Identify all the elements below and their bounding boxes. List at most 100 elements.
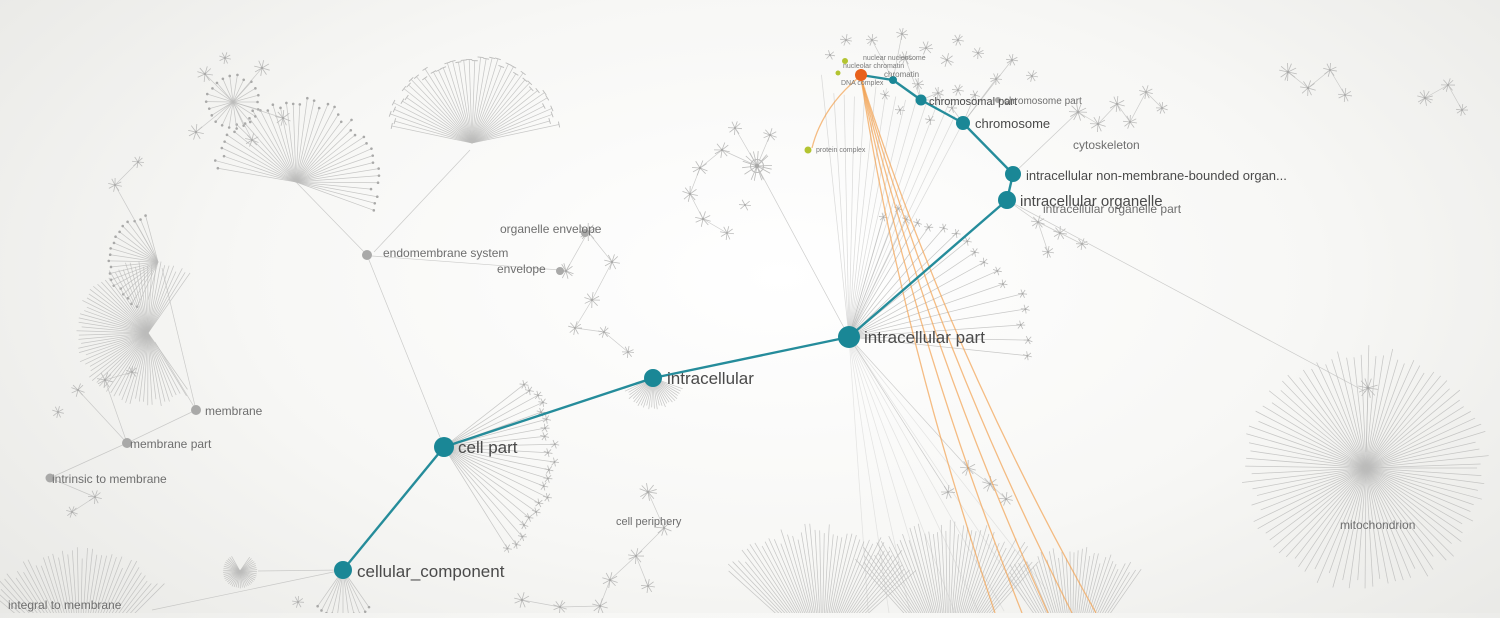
graph-label: membrane part bbox=[130, 437, 212, 451]
graph-label: organelle envelope bbox=[500, 222, 602, 236]
graph-edge bbox=[374, 150, 470, 252]
fan-cluster bbox=[1009, 547, 1141, 613]
graph-label: cytoskeleton bbox=[1073, 138, 1140, 152]
flower-node bbox=[188, 124, 204, 140]
fan-cluster bbox=[849, 337, 1046, 613]
flower-node bbox=[219, 52, 231, 64]
flower-node bbox=[896, 28, 908, 40]
graph-label: chromatin bbox=[884, 70, 919, 79]
graph-node-gray[interactable] bbox=[191, 405, 201, 415]
graph-edge bbox=[367, 255, 444, 447]
graph-label: cellular_component bbox=[357, 562, 505, 581]
flower-node bbox=[972, 47, 984, 59]
graph-node-teal[interactable] bbox=[334, 561, 352, 579]
flower-node bbox=[714, 143, 730, 158]
flower-node bbox=[993, 267, 1002, 275]
graph-edge bbox=[575, 300, 592, 328]
graph-node-gray[interactable] bbox=[556, 267, 564, 275]
graph-node-teal[interactable] bbox=[644, 369, 662, 387]
graph-edge bbox=[1098, 104, 1117, 124]
graph-label: nuclear nucleosome bbox=[863, 55, 926, 62]
flower-node bbox=[503, 544, 512, 552]
flower-node bbox=[825, 50, 835, 59]
graph-edge bbox=[560, 606, 600, 607]
graph-edge bbox=[522, 600, 560, 607]
graph-label: endomembrane system bbox=[383, 246, 508, 260]
graph-node-teal[interactable] bbox=[1005, 166, 1021, 182]
graph-label: cell periphery bbox=[616, 516, 682, 528]
graph-node-green[interactable] bbox=[836, 71, 841, 76]
fan-cluster bbox=[444, 380, 559, 553]
graph-edge bbox=[703, 219, 727, 233]
graph-edge bbox=[604, 332, 628, 352]
flower-node bbox=[542, 415, 551, 424]
fan-cluster bbox=[1242, 345, 1489, 588]
highlight-edge bbox=[444, 378, 653, 447]
graph-edge bbox=[592, 262, 612, 300]
flower-node bbox=[1018, 290, 1027, 298]
flower-node bbox=[641, 579, 655, 593]
graph-label: protein complex bbox=[816, 147, 866, 154]
flower-node bbox=[840, 34, 852, 45]
graph-edge bbox=[963, 60, 1012, 123]
flower-node bbox=[742, 151, 772, 181]
flower-node bbox=[1441, 78, 1455, 91]
flower-node bbox=[895, 105, 905, 115]
graph-node-gray[interactable] bbox=[362, 250, 372, 260]
flower-node bbox=[682, 186, 697, 202]
graph-label: mitochondrion bbox=[1340, 518, 1415, 532]
graph-label: intracellular bbox=[667, 369, 754, 388]
flower-node bbox=[1053, 226, 1067, 240]
flower-node bbox=[1016, 321, 1025, 329]
graph-node-teal[interactable] bbox=[956, 116, 970, 130]
graph-node-teal[interactable] bbox=[838, 326, 860, 348]
flower-node bbox=[692, 161, 707, 176]
flower-node bbox=[532, 508, 541, 517]
graph-label: integral to membrane bbox=[8, 598, 122, 612]
flower-node bbox=[538, 398, 547, 406]
fan-cluster bbox=[77, 260, 191, 406]
flower-node bbox=[1456, 104, 1468, 116]
flower-node bbox=[545, 466, 554, 475]
flower-node bbox=[534, 391, 543, 400]
flower-node bbox=[939, 224, 948, 233]
graph-node-teal[interactable] bbox=[916, 95, 927, 106]
flower-node bbox=[584, 292, 600, 308]
graph-edge bbox=[233, 102, 283, 118]
flower-node bbox=[66, 506, 77, 517]
graph-edge bbox=[1117, 104, 1130, 122]
flower-node bbox=[695, 211, 711, 226]
graph-edge bbox=[105, 380, 127, 443]
graph-node-teal[interactable] bbox=[434, 437, 454, 457]
flower-node bbox=[998, 280, 1007, 289]
flower-node bbox=[512, 540, 521, 549]
flower-node bbox=[952, 84, 964, 95]
flower-node bbox=[1417, 90, 1432, 106]
flower-node bbox=[1042, 246, 1054, 258]
graph-node-green[interactable] bbox=[805, 147, 812, 154]
graph-edge bbox=[115, 185, 158, 262]
graph-label: DNA complex bbox=[841, 80, 884, 87]
flower-node bbox=[525, 386, 534, 395]
graph-edge bbox=[636, 528, 664, 556]
flower-node bbox=[71, 383, 84, 396]
graph-edge bbox=[849, 337, 968, 468]
flower-node bbox=[763, 128, 776, 141]
fan-cluster bbox=[223, 556, 257, 588]
flower-node bbox=[952, 229, 961, 238]
flower-node bbox=[1123, 115, 1137, 129]
flower-node bbox=[568, 321, 582, 335]
flower-node bbox=[1279, 63, 1297, 81]
graph-edge bbox=[1366, 390, 1368, 452]
flower-node bbox=[550, 440, 559, 448]
flower-node bbox=[1031, 215, 1045, 228]
flower-node bbox=[539, 482, 548, 491]
graph-label: nucleolar chromatin bbox=[843, 63, 904, 70]
flower-node bbox=[598, 326, 610, 337]
graph-node-teal[interactable] bbox=[998, 191, 1016, 209]
highlight-nodes bbox=[334, 58, 1021, 579]
graph-label: envelope bbox=[497, 262, 546, 276]
